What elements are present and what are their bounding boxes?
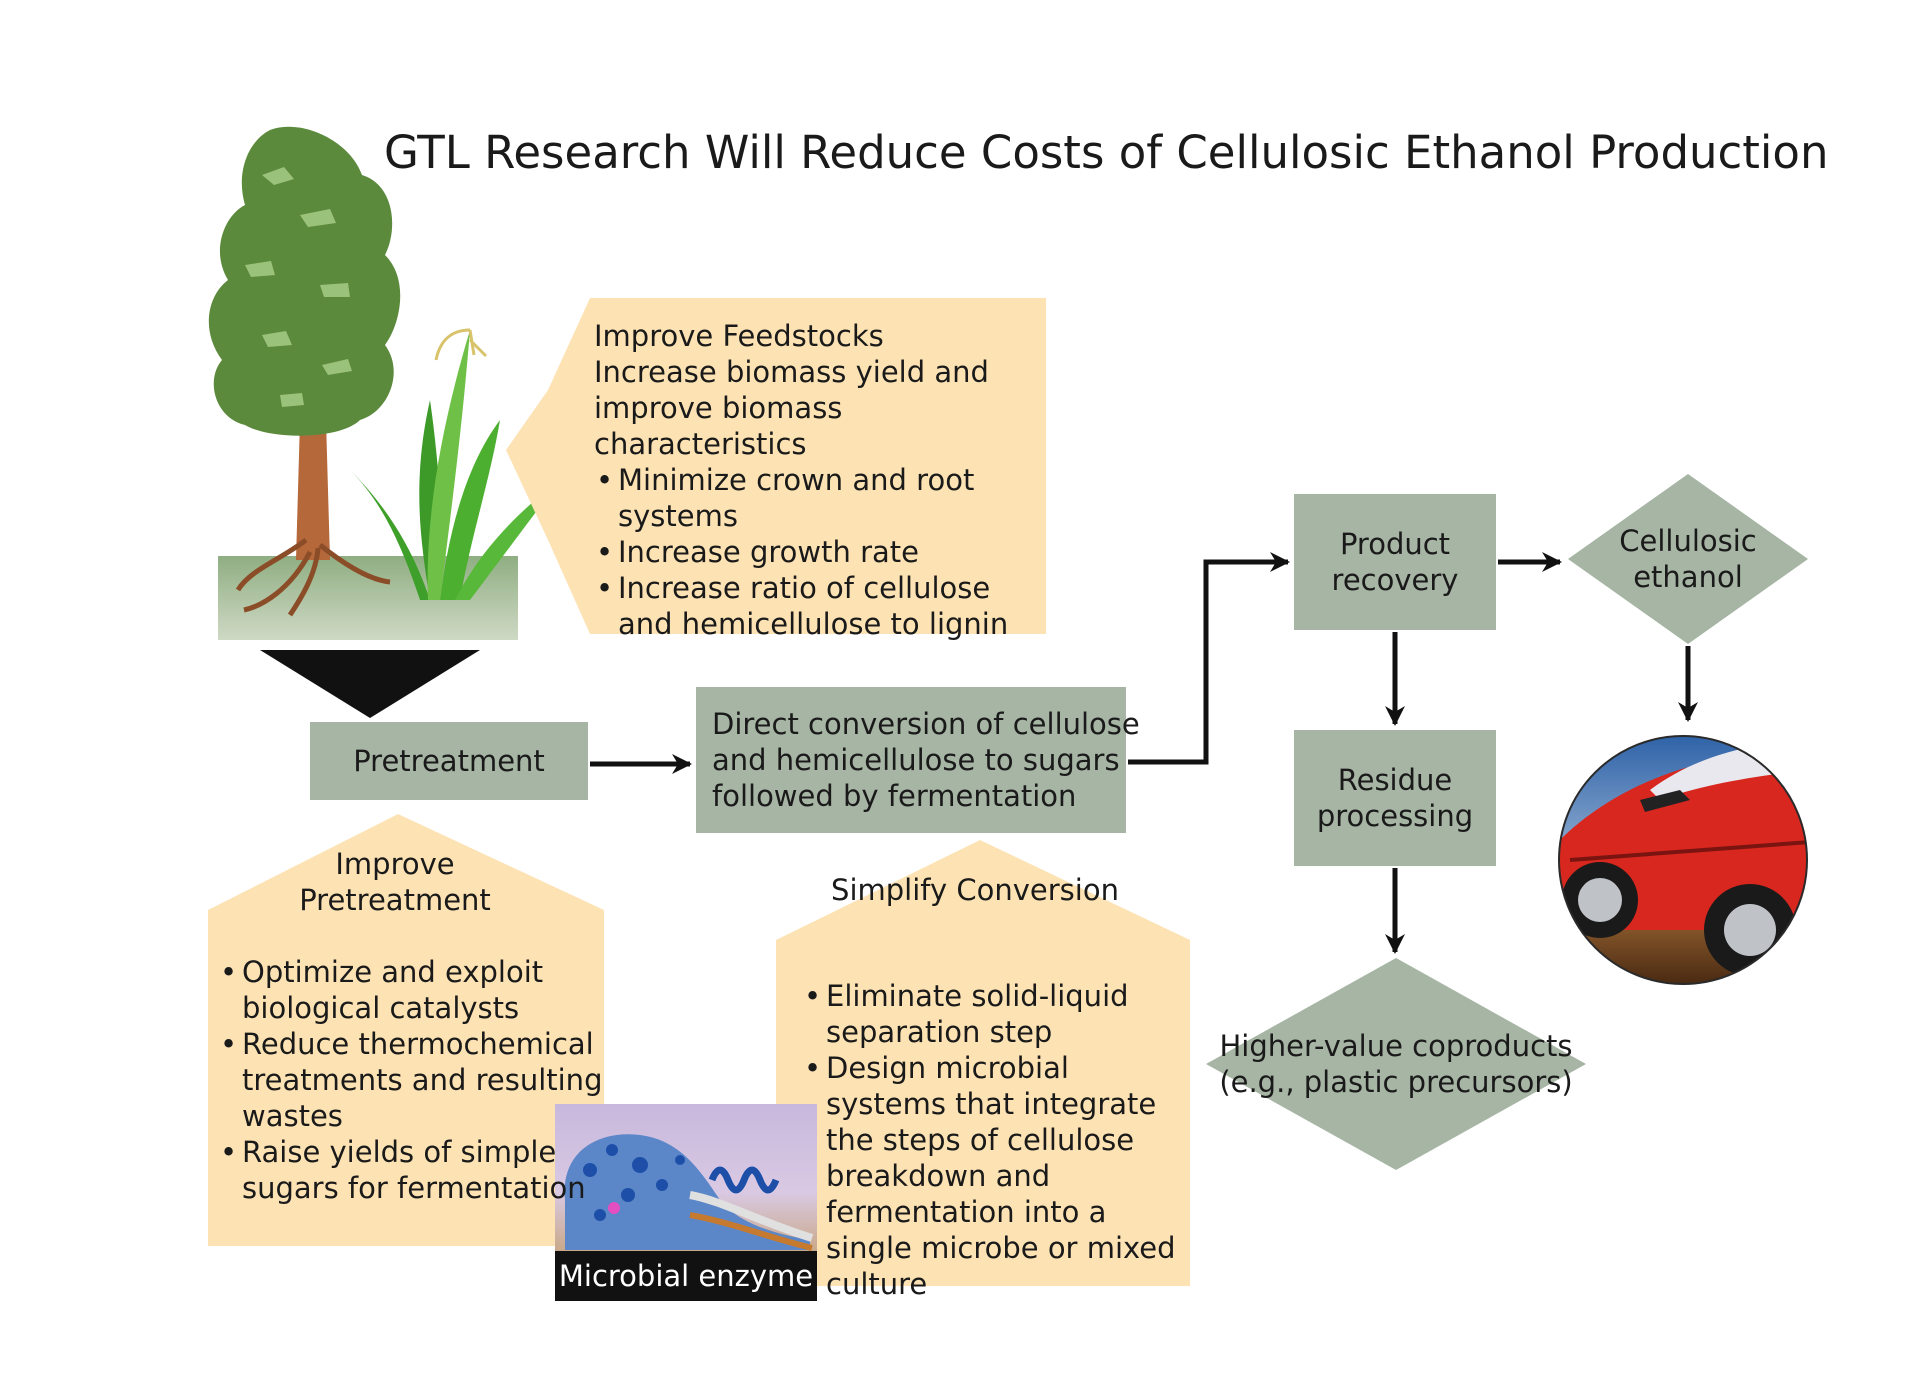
pretreatment-bullet-list: Optimize and exploit biological catalyst…	[218, 954, 608, 1206]
tree-icon	[208, 126, 401, 617]
cellulosic-ethanol-diamond	[1568, 474, 1808, 644]
conversion-bullet-list: Eliminate solid-liquid separation step D…	[802, 978, 1192, 1302]
feedstocks-bullet-list: Minimize crown and root systems Increase…	[594, 462, 1044, 642]
product-recovery-box	[1294, 494, 1496, 630]
direct-conversion-box	[696, 687, 1126, 833]
pretreatment-box	[310, 722, 588, 800]
simplify-conversion-callout: Eliminate solid-liquid separation step D…	[802, 978, 1192, 1302]
list-item: Eliminate solid-liquid separation step	[802, 978, 1192, 1050]
page-title: GTL Research Will Reduce Costs of Cellul…	[384, 126, 1829, 179]
pretreatment-label: Pretreatment	[353, 744, 545, 778]
cellulosic-ethanol-label: Cellulosic ethanol	[1619, 524, 1757, 594]
simplify-conversion-heading: Simplify Conversion	[831, 873, 1119, 907]
coproducts-diamond	[1206, 958, 1586, 1170]
feedstock-illustration	[208, 126, 560, 718]
feedstocks-intro: Increase biomass yield and improve bioma…	[594, 355, 989, 461]
improve-pretreatment-callout: Optimize and exploit biological catalyst…	[218, 954, 608, 1206]
flow-arrows	[590, 552, 1698, 954]
list-item: Raise yields of simple sugars for fermen…	[218, 1134, 608, 1206]
list-item: Design microbial systems that integrate …	[802, 1050, 1192, 1302]
product-recovery-label: Product recovery	[1331, 527, 1459, 597]
list-item: Reduce thermochemical treatments and res…	[218, 1026, 608, 1134]
list-item: Increase ratio of cellulose and hemicell…	[594, 570, 1044, 642]
list-item: Minimize crown and root systems	[594, 462, 1044, 534]
grass-icon	[350, 328, 560, 600]
coproducts-label: Higher-value coproducts (e.g., plastic p…	[1219, 1029, 1573, 1099]
direct-conversion-label: Direct conversion of cellulose and hemic…	[712, 707, 1140, 813]
arrow-conversion-to-recovery	[1128, 552, 1290, 765]
feedstocks-callout: Improve Feedstocks Increase biomass yiel…	[594, 318, 1044, 642]
feedstocks-heading: Improve Feedstocks	[594, 319, 884, 353]
residue-processing-box	[1294, 730, 1496, 866]
residue-processing-label: Residue processing	[1316, 763, 1474, 833]
feedstock-pointer	[260, 650, 480, 718]
enzyme-caption: Microbial enzyme	[555, 1251, 817, 1301]
improve-pretreatment-heading: Improve Pretreatment	[299, 847, 491, 917]
list-item: Optimize and exploit biological catalyst…	[218, 954, 608, 1026]
list-item: Increase growth rate	[594, 534, 1044, 570]
